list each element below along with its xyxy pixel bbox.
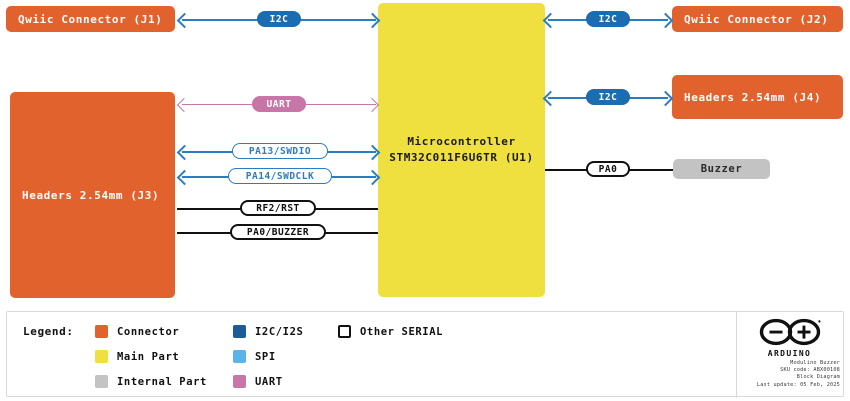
block-label: Headers 2.54mm (J3) — [22, 188, 160, 202]
signal-text: UART — [266, 98, 292, 110]
block-label: Qwiic Connector (J1) — [18, 12, 163, 26]
brand-panel: ARDUINO Modulino Buzzer SKU code: ABX001… — [735, 311, 844, 397]
legend-item-uart: UART — [233, 375, 283, 388]
brand-metadata: Modulino Buzzer SKU code: ABX00108 Block… — [735, 360, 840, 389]
signal-label-pa13-swdio[interactable]: PA13/SWDIO — [232, 143, 328, 159]
arrowhead-right — [364, 97, 380, 112]
legend-label: Connector — [117, 325, 180, 338]
signal-label-i2c-j1[interactable]: I2C — [257, 11, 301, 27]
signal-text: I2C — [598, 13, 618, 25]
legend-label: Other SERIAL — [360, 325, 444, 338]
mcu-part-number: STM32C011F6U6TR (U1) — [389, 151, 534, 164]
legend-label: UART — [255, 375, 283, 388]
legend-label: Main Part — [117, 350, 180, 363]
meta-product: Modulino Buzzer — [790, 360, 840, 366]
signal-text: PA13/SWDIO — [248, 145, 312, 157]
legend-item-main-part: Main Part — [95, 350, 179, 363]
legend-label: Internal Part — [117, 375, 207, 388]
legend-item-connector: Connector — [95, 325, 179, 338]
legend-panel: Legend: Connector Main Part Internal Par… — [6, 311, 844, 398]
arrowhead-left — [176, 144, 193, 160]
legend-swatch-other-serial — [338, 325, 351, 338]
legend-swatch-main-part — [95, 350, 108, 363]
arduino-infinity-logo-icon — [735, 318, 844, 346]
legend-label: SPI — [255, 350, 276, 363]
signal-text: RF2/RST — [256, 202, 300, 214]
arrowhead-left — [176, 97, 192, 112]
signal-label-i2c-j2[interactable]: I2C — [586, 11, 630, 27]
signal-text: PA14/SWDCLK — [245, 170, 315, 182]
legend-item-i2c-i2s: I2C/I2S — [233, 325, 303, 338]
signal-label-i2c-j4[interactable]: I2C — [586, 89, 630, 105]
block-label: Qwiic Connector (J2) — [684, 12, 829, 26]
legend-title: Legend: — [23, 325, 74, 338]
legend-swatch-internal-part — [95, 375, 108, 388]
legend-swatch-connector — [95, 325, 108, 338]
block-buzzer[interactable]: Buzzer — [673, 159, 770, 179]
legend-label: I2C/I2S — [255, 325, 304, 338]
signal-text: PA0 — [598, 163, 618, 175]
arduino-wordmark: ARDUINO — [767, 349, 812, 358]
signal-label-pa0-buzzer[interactable]: PA0/BUZZER — [230, 224, 326, 240]
block-qwiic-connector-j1[interactable]: Qwiic Connector (J1) — [6, 6, 175, 32]
arrowhead-right — [657, 90, 674, 106]
block-label: Headers 2.54mm (J4) — [684, 90, 822, 104]
legend-swatch-uart — [233, 375, 246, 388]
legend-swatch-spi — [233, 350, 246, 363]
arrowhead-left — [176, 12, 193, 28]
meta-sku: SKU code: ABX00108 — [780, 367, 840, 374]
arrowhead-left — [542, 90, 559, 106]
block-headers-j3[interactable]: Headers 2.54mm (J3) — [10, 92, 175, 298]
arrowhead-left — [542, 12, 559, 28]
legend-item-spi: SPI — [233, 350, 276, 363]
meta-last-update: Last update: 05 Feb, 2025 — [756, 381, 840, 388]
legend-item-other-serial: Other SERIAL — [338, 325, 443, 338]
signal-text: I2C — [598, 91, 618, 103]
arrowhead-left — [176, 169, 193, 185]
legend-divider — [736, 312, 737, 398]
signal-label-uart[interactable]: UART — [252, 96, 306, 112]
signal-label-rf2-rst[interactable]: RF2/RST — [240, 200, 316, 216]
signal-label-pa14-swdclk[interactable]: PA14/SWDCLK — [228, 168, 332, 184]
legend-item-internal-part: Internal Part — [95, 375, 207, 388]
block-qwiic-connector-j2[interactable]: Qwiic Connector (J2) — [672, 6, 843, 32]
mcu-title: Microcontroller — [407, 135, 516, 149]
arrowhead-right — [657, 12, 674, 28]
block-label: Buzzer — [700, 163, 743, 175]
block-microcontroller-u1[interactable]: Microcontroller STM32C011F6U6TR (U1) — [378, 3, 545, 297]
signal-label-pa0[interactable]: PA0 — [586, 161, 630, 177]
meta-doc-type: Block Diagram — [796, 374, 840, 381]
signal-text: PA0/BUZZER — [246, 226, 310, 238]
signal-text: I2C — [269, 13, 289, 25]
block-headers-j4[interactable]: Headers 2.54mm (J4) — [672, 75, 843, 119]
legend-swatch-i2c-i2s — [233, 325, 246, 338]
